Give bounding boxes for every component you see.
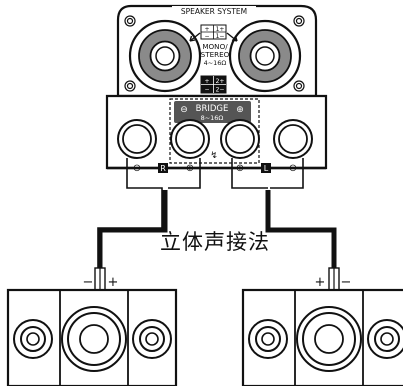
right-speaker-minus: − — [341, 275, 352, 290]
binding-post-r-plus[interactable] — [170, 119, 210, 159]
channel-l-label: L — [264, 164, 269, 173]
mode-label-line1: MONO/ — [202, 42, 228, 51]
binding-post-r-minus[interactable] — [117, 119, 157, 159]
amplifier-panel: SPEAKER SYSTEM + 1+ — [105, 4, 328, 174]
binding-post-l-minus[interactable] — [273, 119, 313, 159]
bridge-plus-symbol: ⊕ — [236, 105, 244, 115]
bridge-label: BRIDGE — [196, 104, 229, 114]
right-speaker-cabinet — [241, 288, 403, 386]
l-minus-symbol: ⊖ — [289, 163, 297, 174]
svg-text:2+: 2+ — [216, 78, 225, 85]
wiring — [94, 158, 340, 291]
impedance-bridge: 8~16Ω — [201, 114, 224, 122]
svg-text:2−: 2− — [216, 87, 225, 94]
wire-right-plus — [168, 158, 201, 189]
woofer-icon — [296, 306, 362, 372]
l-plus-symbol: ⊕ — [236, 163, 244, 174]
left-speaker-cabinet — [6, 288, 178, 386]
tweeter-icon — [13, 319, 53, 359]
speakon-connector-right[interactable] — [228, 19, 302, 93]
bridge-minus-symbol: ⊖ — [180, 105, 188, 115]
wire-left-minus — [270, 158, 304, 189]
speaker-system-label: SPEAKER SYSTEM — [181, 7, 247, 16]
bridge-pin-legend-icon: + 2+ − 2− — [200, 75, 227, 94]
mode-label-line2: STEREO — [201, 50, 230, 59]
bridge-label-plate: ⊖ BRIDGE ⊕ 8~16Ω — [174, 101, 251, 123]
screw-icon — [124, 15, 305, 92]
svg-text:−: − — [204, 87, 209, 94]
bridge-dashed-box — [169, 98, 260, 164]
channel-r-label: R — [160, 164, 166, 173]
svg-text:+: + — [204, 26, 209, 33]
tweeter-icon — [248, 319, 288, 359]
svg-text:+: + — [204, 78, 209, 85]
r-plus-symbol: ⊕ — [186, 163, 194, 174]
svg-text:1−: 1− — [216, 33, 225, 40]
left-speaker-plus: + — [108, 275, 119, 290]
tweeter-icon — [367, 319, 403, 359]
wire-right-minus — [97, 158, 163, 270]
speakon-connector-left[interactable] — [128, 19, 202, 93]
woofer-icon — [61, 306, 127, 372]
svg-text:1+: 1+ — [216, 26, 225, 33]
r-minus-symbol: ⊖ — [133, 163, 141, 174]
diagram-title: 立体声接法 — [160, 230, 270, 254]
bridge-bolt-icon: ↯ — [210, 151, 218, 161]
impedance-stereo: 4~16Ω — [204, 59, 227, 67]
binding-post-l-plus[interactable] — [220, 119, 260, 159]
right-speaker-plus: + — [315, 275, 326, 290]
svg-text:−: − — [204, 33, 209, 40]
cable-right — [97, 190, 168, 272]
tweeter-icon — [132, 319, 172, 359]
cable-left — [265, 190, 337, 272]
pin-legend-icon: + 1+ − 1− — [189, 24, 238, 42]
wire-left-plus — [231, 158, 268, 189]
left-speaker-minus: − — [83, 275, 94, 290]
